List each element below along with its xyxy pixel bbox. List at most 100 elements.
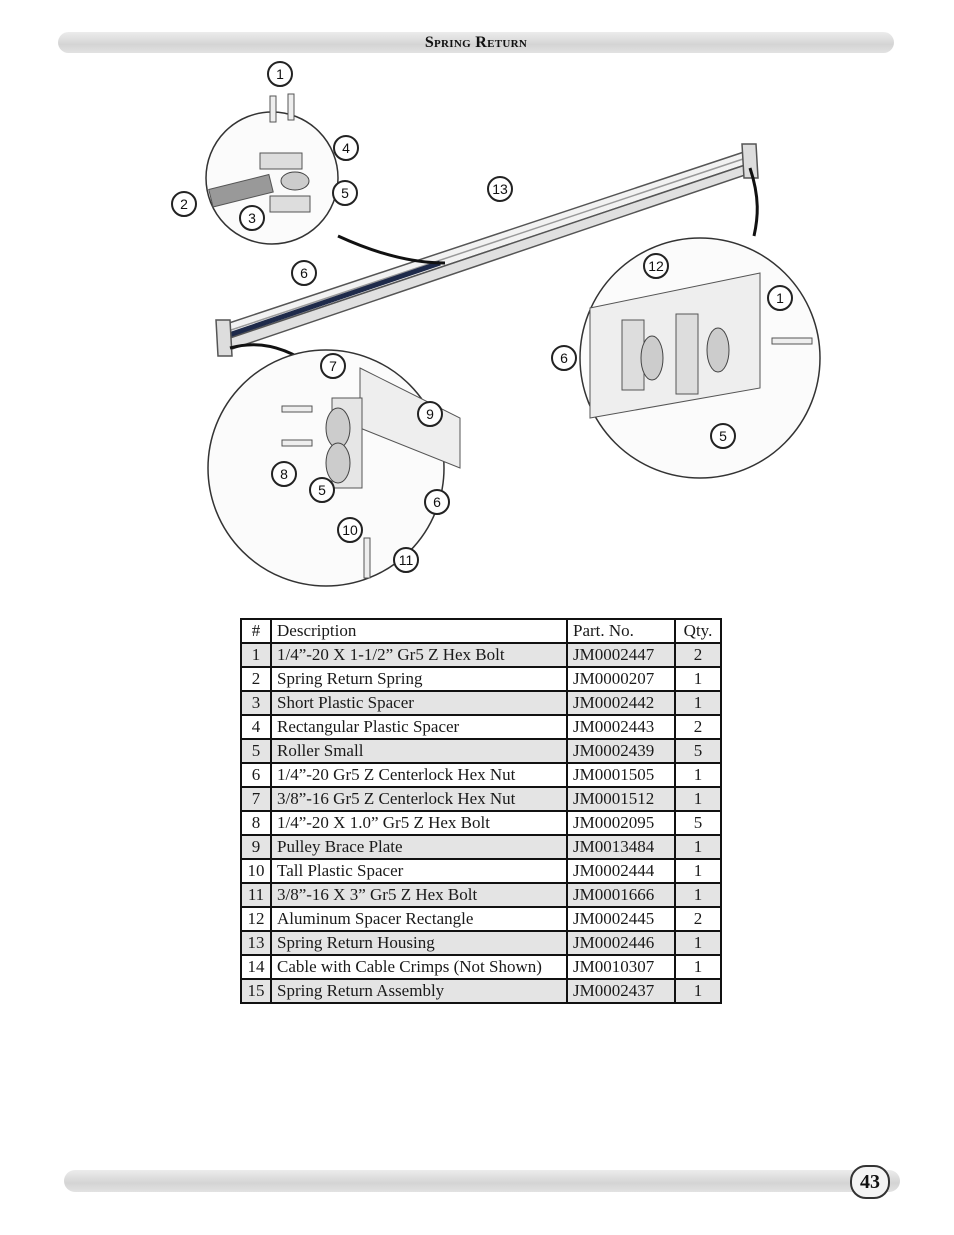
cell-quantity: 1 — [674, 954, 722, 980]
cell-part-number: JM0002447 — [566, 642, 676, 668]
cell-number: 14 — [240, 954, 272, 980]
callout-marker: 9 — [417, 401, 443, 427]
callout-marker: 5 — [710, 423, 736, 449]
header-description: Description — [270, 618, 568, 644]
callout-number: 4 — [342, 140, 350, 156]
cell-number: 6 — [240, 762, 272, 788]
callout-number: 9 — [426, 406, 434, 422]
cell-part-number: JM0002444 — [566, 858, 676, 884]
cell-description: Roller Small — [270, 738, 568, 764]
callout-number: 2 — [180, 196, 188, 212]
callout-circle — [487, 176, 513, 202]
callout-circle — [424, 489, 450, 515]
callout-circle — [551, 345, 577, 371]
cell-description: 1/4”-20 X 1.0” Gr5 Z Hex Bolt — [270, 810, 568, 836]
callout-marker: 3 — [239, 205, 265, 231]
callout-marker: 5 — [332, 180, 358, 206]
callout-circle — [271, 461, 297, 487]
cell-description: 3/8”-16 X 3” Gr5 Z Hex Bolt — [270, 882, 568, 908]
callout-circle — [332, 180, 358, 206]
callout-number: 5 — [341, 185, 349, 201]
callout-marker: 10 — [337, 517, 363, 543]
cell-quantity: 1 — [674, 690, 722, 716]
callout-circle — [710, 423, 736, 449]
callout-number: 1 — [776, 290, 784, 306]
cell-description: Rectangular Plastic Spacer — [270, 714, 568, 740]
callout-marker: 5 — [309, 477, 335, 503]
header-quantity: Qty. — [674, 618, 722, 644]
callout-marker: 11 — [393, 547, 419, 573]
parts-table: # Description Part. No. Qty. 1 1/4”-20 X … — [240, 618, 722, 1004]
cell-number: 11 — [240, 882, 272, 908]
callout-marker: 1 — [767, 285, 793, 311]
cell-number: 2 — [240, 666, 272, 692]
cell-quantity: 1 — [674, 930, 722, 956]
detail-circle-right — [579, 237, 821, 479]
callout-marker: 13 — [487, 176, 513, 202]
cell-quantity: 1 — [674, 786, 722, 812]
callout-number: 6 — [300, 265, 308, 281]
callout-circle — [767, 285, 793, 311]
cell-quantity: 2 — [674, 906, 722, 932]
cell-quantity: 1 — [674, 666, 722, 692]
cell-number: 15 — [240, 978, 272, 1004]
callout-circle — [337, 517, 363, 543]
callout-number: 7 — [329, 358, 337, 374]
callout-circle — [333, 135, 359, 161]
cell-number: 9 — [240, 834, 272, 860]
cell-quantity: 1 — [674, 834, 722, 860]
callout-number: 1 — [276, 66, 284, 82]
main-rail — [215, 143, 759, 357]
cell-quantity: 1 — [674, 978, 722, 1004]
cell-part-number: JM0002446 — [566, 930, 676, 956]
cell-part-number: JM0000207 — [566, 666, 676, 692]
callout-number: 6 — [560, 350, 568, 366]
callout-number: 3 — [248, 210, 256, 226]
cell-number: 5 — [240, 738, 272, 764]
cell-number: 8 — [240, 810, 272, 836]
cell-description: 3/8”-16 Gr5 Z Centerlock Hex Nut — [270, 786, 568, 812]
callout-number: 5 — [318, 482, 326, 498]
cell-description: Aluminum Spacer Rectangle — [270, 906, 568, 932]
cell-description: Pulley Brace Plate — [270, 834, 568, 860]
cell-part-number: JM0002439 — [566, 738, 676, 764]
callout-number: 12 — [648, 258, 664, 274]
callout-circle — [239, 205, 265, 231]
table-header-row: # Description Part. No. Qty. — [240, 618, 722, 644]
header-number: # — [240, 618, 272, 644]
cell-part-number: JM0002442 — [566, 690, 676, 716]
header-part-number: Part. No. — [566, 618, 676, 644]
cell-part-number: JM0010307 — [566, 954, 676, 980]
cell-quantity: 2 — [674, 714, 722, 740]
callout-number: 6 — [433, 494, 441, 510]
cell-part-number: JM0002445 — [566, 906, 676, 932]
cell-quantity: 2 — [674, 642, 722, 668]
callout-marker: 4 — [333, 135, 359, 161]
cell-description: Spring Return Housing — [270, 930, 568, 956]
callout-number: 10 — [342, 522, 358, 538]
callout-marker: 6 — [551, 345, 577, 371]
callout-circle — [417, 401, 443, 427]
cell-number: 4 — [240, 714, 272, 740]
callout-number: 8 — [280, 466, 288, 482]
header-bar: Spring Return — [58, 32, 894, 53]
cell-part-number: JM0001505 — [566, 762, 676, 788]
cell-part-number: JM0013484 — [566, 834, 676, 860]
cell-description: Spring Return Spring — [270, 666, 568, 692]
cell-number: 10 — [240, 858, 272, 884]
cell-part-number: JM0002443 — [566, 714, 676, 740]
cell-quantity: 5 — [674, 810, 722, 836]
